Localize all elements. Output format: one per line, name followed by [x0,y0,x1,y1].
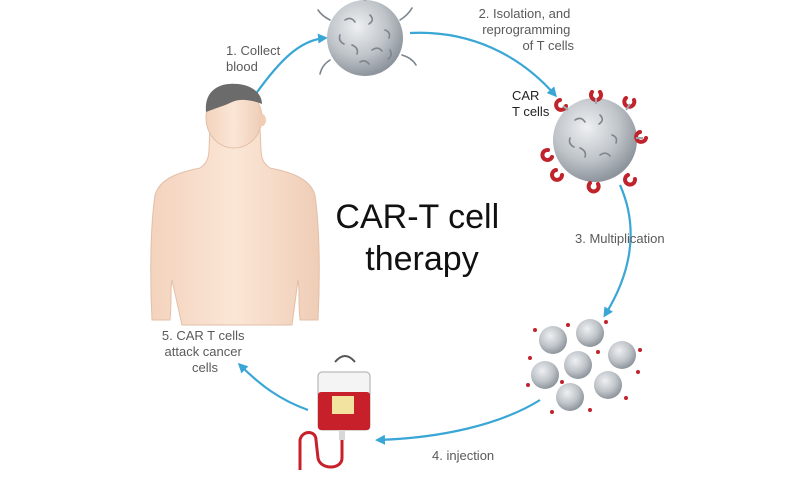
arrow-multiplication-to-injection [378,400,540,440]
step-4-label: 4. injection [432,448,494,463]
car-t-cell-icon [542,92,646,191]
diagram-title: CAR-T cell therapy [335,198,508,278]
step-5-label: 5. CAR T cells attack cancer cells [162,328,248,375]
step-3-label: 3. Multiplication [575,231,665,246]
human-body-icon [151,84,319,325]
iv-bag-icon [300,356,370,470]
t-cell-icon [318,0,416,76]
car-t-cells-label: CAR T cells [512,88,550,119]
step-2-label: 2. Isolation, and reprogramming of T cel… [479,6,575,53]
cell-cluster-icon [526,319,642,414]
arrow-car-to-multiplication [605,185,631,315]
arrow-injection-to-attack [240,365,308,410]
